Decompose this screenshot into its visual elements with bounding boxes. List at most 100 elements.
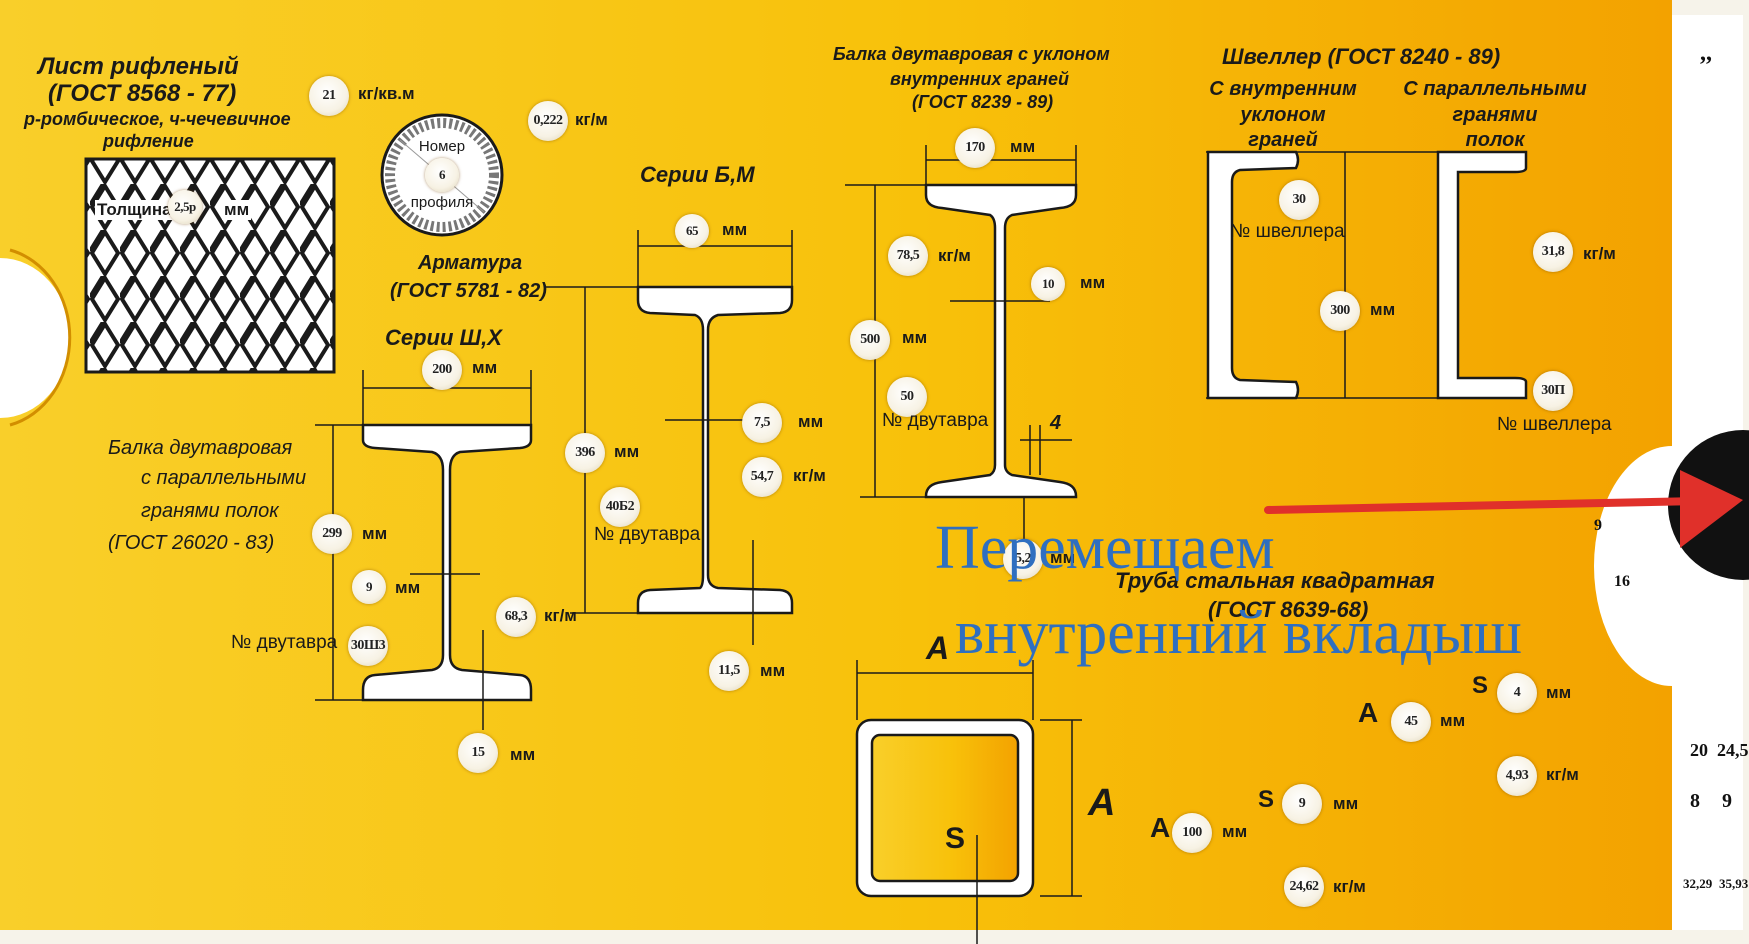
channel-height-hole: 300	[1320, 291, 1360, 331]
beam-parallel-mass-unit: кг/м	[544, 606, 577, 625]
beam-slope-mass-hole: 78,5	[888, 236, 928, 276]
beam-slope-web-hole: 10	[1031, 267, 1065, 301]
beam-bm-width-unit: мм	[722, 220, 748, 239]
rebar-gost: (ГОСТ 5781 - 82)	[390, 280, 547, 302]
beam-slope-width-unit: мм	[1010, 137, 1036, 156]
channel-number-label: № швеллера	[1230, 221, 1345, 242]
rebar-profile-word-2: профиля	[410, 194, 474, 211]
beam-parallel-series: Серии Ш,Х	[385, 325, 502, 350]
beam-bm-drawing	[636, 285, 794, 615]
channel-right-2: гранями	[1452, 104, 1538, 126]
beam-slope-mass-unit: кг/м	[938, 246, 971, 265]
beam-parallel-web-unit: мм	[395, 578, 421, 597]
beam-slope-gost: (ГОСТ 8239 - 89)	[912, 92, 1054, 112]
beam-slope-title-2: внутренних граней	[890, 69, 1070, 89]
checker-plate-pattern	[84, 157, 336, 374]
beam-slope-height-hole: 500	[850, 320, 890, 360]
tube-s1-unit: мм	[1333, 794, 1359, 813]
channel-slope-drawing	[1206, 150, 1300, 400]
tube-s2-hole: 4	[1497, 673, 1537, 713]
beam-parallel-width-hole: 200	[422, 350, 462, 390]
beam-parallel-flange-unit: мм	[510, 745, 536, 764]
sheet-mass-unit: кг/м	[575, 110, 608, 129]
beam-bm-web-hole: 7,5	[742, 403, 782, 443]
beam-bm-web-unit: мм	[798, 412, 824, 431]
beam-parallel-web-hole: 9	[352, 570, 386, 604]
tube-a2-letter: А	[1358, 697, 1379, 728]
tube-a2-unit: мм	[1440, 711, 1466, 730]
beam-slope-number-label: № двутавра	[882, 410, 989, 431]
beam-bm-flange-unit: мм	[760, 661, 786, 680]
beam-parallel-title-3: гранями полок	[141, 500, 279, 522]
beam-parallel-height-unit: мм	[362, 524, 388, 543]
beam-slope-title-1: Балка двутавровая с уклоном	[833, 44, 1110, 64]
insert-n3229: 32,29	[1683, 876, 1713, 891]
beam-parallel-mass-hole: 68,3	[496, 597, 536, 637]
insert-n8: 8	[1690, 790, 1700, 812]
beam-bm-mass-hole: 54,7	[742, 457, 782, 497]
beam-bm-series: Серии Б,М	[640, 162, 755, 187]
sheet-thickness-unit: мм	[222, 200, 252, 220]
tube-s2-unit: мм	[1546, 683, 1572, 702]
rebar-profile-word-1: Номер	[418, 138, 466, 155]
channel-right-1: С параллельными	[1403, 78, 1587, 100]
tube-s1-letter: S	[1258, 786, 1275, 813]
beam-bm-number-hole: 40Б2	[600, 487, 640, 527]
tube-title: Труба стальная квадратная	[1115, 568, 1435, 593]
beam-bm-width-hole: 65	[675, 214, 709, 248]
square-tube-dims	[856, 660, 1082, 944]
beam-parallel-title-1: Балка двутавровая	[108, 437, 293, 459]
beam-bm-flange-hole: 11,5	[709, 651, 749, 691]
red-arrow	[1264, 470, 1743, 548]
tube-a1-letter: А	[1150, 812, 1171, 843]
beam-slope-drawing	[924, 183, 1078, 499]
channel-left-3: граней	[1248, 129, 1318, 151]
beam-parallel-width-unit: мм	[472, 358, 498, 377]
beam-bm-height-hole: 396	[565, 433, 605, 473]
beam-slope-flange-label: 4	[1050, 412, 1062, 434]
insert-n9b: 9	[1722, 790, 1732, 812]
sheet-gost: (ГОСТ 8568 - 77)	[48, 80, 237, 107]
rebar-profile-hole: 6	[425, 158, 459, 192]
tube-a1-unit: мм	[1222, 822, 1248, 841]
sheet-mass-hole: 0,222	[528, 101, 568, 141]
channel-number-hole: 30	[1279, 180, 1319, 220]
channel-mass-unit: кг/м	[1583, 244, 1616, 263]
tube-a2-hole: 45	[1391, 702, 1431, 742]
tube-letter-a-top: А	[926, 630, 950, 666]
beam-parallel-number-label: № двутавра	[231, 632, 338, 653]
sheet-mass-area-unit: кг/кв.м	[358, 84, 415, 103]
beam-slope-width-hole: 170	[955, 128, 995, 168]
channel-right-3: полок	[1465, 129, 1525, 151]
tube-mass2-hole: 4,93	[1497, 756, 1537, 796]
beam-parallel-number-hole: 30Ш3	[348, 626, 388, 666]
beam-slope-number-hole: 50	[887, 377, 927, 417]
tube-s2-letter: S	[1472, 672, 1489, 699]
beam-bm-height-unit: мм	[614, 442, 640, 461]
insert-top-mark: ,,	[1700, 40, 1712, 66]
beam-bm-mass-unit: кг/м	[793, 466, 826, 485]
channel-parallel-drawing	[1436, 150, 1528, 400]
insert-n9: 9	[1594, 517, 1602, 534]
beam-slope-extra-unit: мм	[1050, 548, 1076, 567]
tube-s1-hole: 9	[1282, 784, 1322, 824]
beam-slope-extra-hole: 5,2	[1003, 539, 1043, 579]
left-notch	[0, 258, 70, 418]
insert-n3593: 35,93	[1719, 876, 1749, 891]
sheet-subtitle-2: рифление	[103, 131, 194, 151]
tube-letter-a-side: А	[1088, 782, 1116, 824]
rebar-title: Арматура	[418, 252, 523, 274]
channel-number2-label: № швеллера	[1497, 414, 1612, 435]
insert-n16: 16	[1614, 573, 1630, 590]
channel-mass-hole: 31,8	[1533, 232, 1573, 272]
sheet-subtitle-1: р-ромбическое, ч-чечевичное	[24, 109, 291, 129]
tube-a1-hole: 100	[1172, 813, 1212, 853]
tube-letter-s: S	[945, 822, 966, 855]
channel-left-1: С внутренним	[1209, 78, 1357, 100]
beam-parallel-flange-hole: 15	[458, 733, 498, 773]
beam-parallel-drawing	[361, 423, 533, 702]
beam-bm-number-label: № двутавра	[594, 524, 701, 545]
tube-mass1-unit: кг/м	[1333, 877, 1366, 896]
